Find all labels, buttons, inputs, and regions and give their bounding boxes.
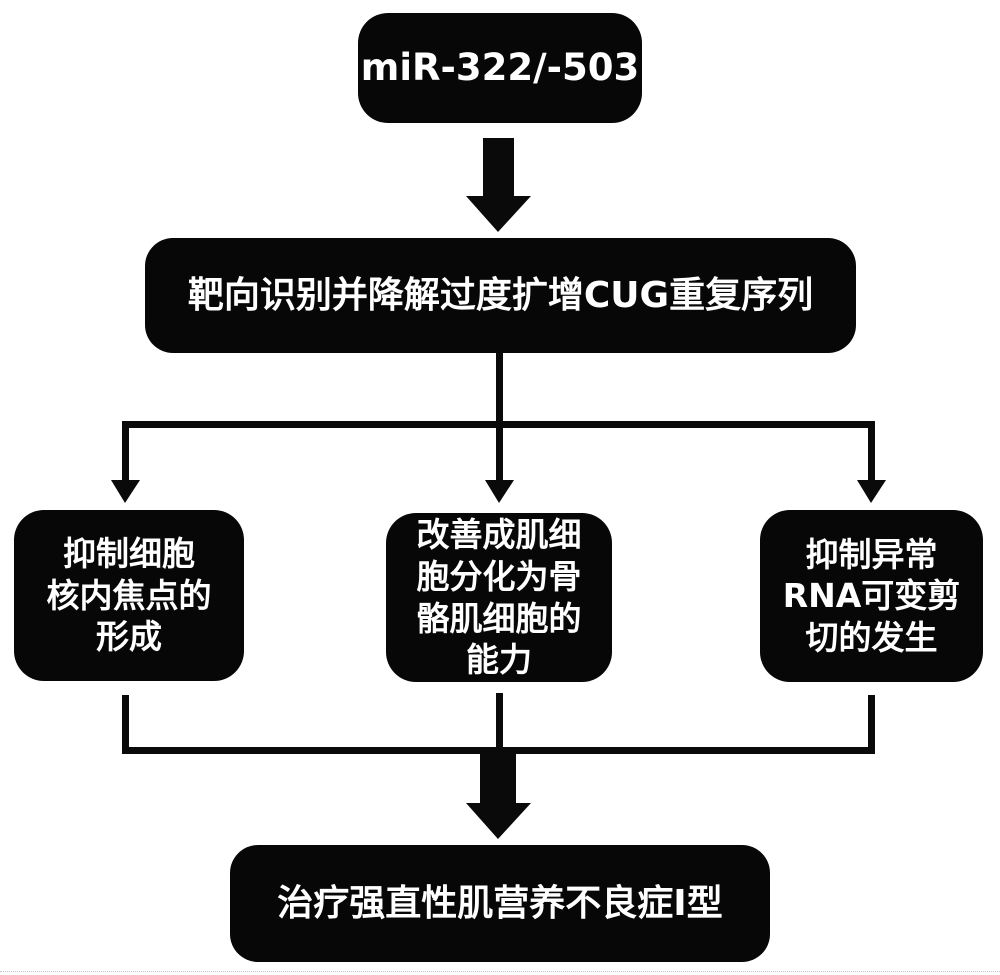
- node-effect-myoblast-differentiation-label: 改善成肌细 胞分化为骨 骼肌细胞的 能力: [416, 515, 582, 680]
- node-effect-nuclear-foci-label: 抑制细胞 核内焦点的 形成: [46, 534, 212, 657]
- node-effect-rna-splicing-label: 抑制异常 RNA可变剪 切的发生: [782, 534, 961, 657]
- branch-right-line: [868, 421, 875, 482]
- arrowhead-middle-effect: [485, 480, 514, 503]
- node-effect-rna-splicing: 抑制异常 RNA可变剪 切的发生: [760, 510, 983, 682]
- scan-artifact-line: [0, 971, 1000, 972]
- node-outcome-treatment: 治疗强直性肌营养不良症I型: [230, 845, 770, 962]
- branch-horizontal-line: [122, 421, 875, 428]
- node-effect-nuclear-foci: 抑制细胞 核内焦点的 形成: [14, 510, 244, 681]
- node-mir-322-503: miR-322/-503: [358, 13, 642, 123]
- arrowhead-right-effect: [857, 480, 886, 503]
- node-effect-myoblast-differentiation: 改善成肌细 胞分化为骨 骼肌细胞的 能力: [386, 513, 612, 682]
- node-mechanism-label: 靶向识别并降解过度扩增CUG重复序列: [187, 274, 814, 316]
- branch-left-line: [122, 421, 129, 482]
- merge-middle-line: [496, 693, 503, 754]
- block-arrow-top-to-mechanism: [466, 138, 531, 232]
- node-mir-322-503-label: miR-322/-503: [360, 45, 640, 89]
- node-outcome-treatment-label: 治疗强直性肌营养不良症I型: [277, 882, 723, 924]
- merge-right-line: [868, 695, 875, 754]
- block-arrow-merge-to-outcome: [466, 750, 531, 839]
- node-mechanism: 靶向识别并降解过度扩增CUG重复序列: [145, 238, 856, 353]
- merge-left-line: [122, 695, 129, 754]
- arrowhead-left-effect: [111, 480, 140, 503]
- branch-stem-line: [496, 353, 503, 482]
